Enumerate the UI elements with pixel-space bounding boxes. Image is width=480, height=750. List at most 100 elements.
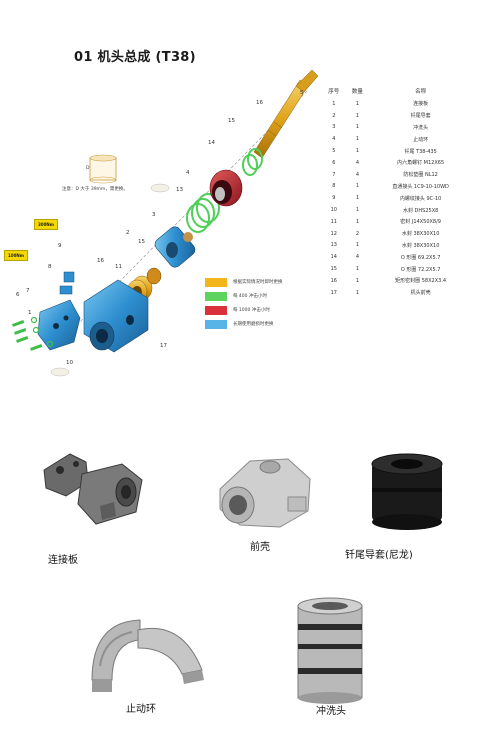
part-number-label: 8 (48, 264, 52, 270)
cell-name: 冲洗头 (413, 124, 429, 131)
cell-name: 防松垫圈 NL12 (403, 172, 438, 179)
stop-ring-photo (91, 619, 204, 692)
cell-name: 内螺纹接头 9C-10 (399, 195, 442, 202)
legend-swatch (205, 277, 227, 287)
cell-no: 8 (332, 183, 336, 190)
table-row: 17 1 机头前壳 (322, 287, 472, 299)
cell-name: 止动环 (413, 136, 429, 143)
cell-no: 15 (330, 266, 337, 273)
cell-no: 12 (330, 230, 337, 237)
cell-name: 连接板 (413, 101, 429, 108)
part-number-label: 5 (300, 90, 304, 96)
cell-qty: 1 (355, 183, 360, 190)
part-number-label: 4 (186, 170, 190, 176)
part-number-label: 13 (176, 187, 183, 193)
cell-name: O 形圈 69.2X5.7 (400, 254, 441, 261)
cell-no: 11 (330, 218, 337, 225)
bolts-group (12, 316, 54, 351)
table-row: 6 4 内六角螺钉 M12X65 (322, 157, 472, 169)
cell-qty: 1 (355, 148, 360, 155)
part-number-label: 9 (58, 243, 62, 249)
part-number-label: 17 (160, 343, 167, 349)
cell-name: 直通接头 1C9-10-10WD (392, 183, 449, 190)
connecting-plate-photo (43, 453, 143, 525)
fittings-group (59, 271, 75, 295)
part-number-label: 3 (152, 212, 156, 218)
part-number-label: 6 (16, 292, 20, 298)
part-number-label: 7 (26, 288, 30, 294)
cell-no: 6 (332, 159, 336, 166)
legend-text: 每 400 冲击小时 (233, 294, 267, 299)
torque-tag-lower: 100Nm (4, 250, 28, 261)
dimension-letter: D (86, 166, 90, 171)
cell-qty: 1 (355, 277, 360, 284)
part-number-label: 1 (28, 310, 32, 316)
flushing-head-part (154, 226, 196, 268)
exploded-diagram (12, 69, 319, 377)
part-number-label: 16 (256, 100, 263, 106)
cell-name: 机头前壳 (410, 290, 431, 297)
cell-no: 5 (332, 148, 336, 155)
cell-name: 矩形密封圈 58X2X3.4 (395, 278, 447, 285)
legend-swatch (205, 305, 227, 315)
cell-name: 密封 J14X50X8/9 (400, 219, 441, 226)
cell-no: 13 (330, 242, 337, 249)
cell-name: O 形圈 72.2X5.7 (400, 266, 441, 273)
cell-qty: 1 (355, 207, 360, 214)
legend-text: 每 1000 冲击小时 (233, 308, 270, 313)
column-header-name: 名称 (415, 88, 427, 95)
cell-name: 水封 DHS25X8 (402, 207, 439, 214)
cell-no: 9 (332, 195, 336, 202)
cell-qty: 1 (355, 112, 360, 119)
cell-qty: 1 (355, 136, 360, 143)
table-row: 10 1 水封 DHS25X8 (322, 204, 472, 216)
part-number-label: 10 (66, 360, 73, 366)
flushing-head-caption: 冲洗头 (316, 706, 346, 717)
red-seal-part (209, 169, 243, 207)
part-number-label: 14 (208, 140, 215, 146)
green-seal-group (186, 148, 263, 233)
legend-item: 长期使用磨损时更换 (205, 317, 283, 331)
cell-qty: 1 (355, 100, 360, 107)
ring-sketch (150, 183, 170, 193)
cell-no: 4 (332, 136, 336, 143)
table-row: 16 1 矩形密封圈 58X2X3.4 (322, 275, 472, 287)
cell-no: 7 (332, 171, 336, 178)
part-number-label: 15 (228, 118, 235, 124)
cell-name: 钎尾导套 (410, 113, 431, 120)
page-title: 01 机头总成 (T38) (74, 50, 196, 65)
cell-no: 16 (330, 277, 337, 284)
cell-no: 17 (330, 289, 337, 296)
front-housing-photo (219, 458, 311, 528)
inspection-note: 注意：D 大于 39mm，需更换。 (62, 187, 128, 192)
cell-no: 2 (332, 112, 336, 119)
legend-swatch (205, 319, 227, 329)
table-row: 2 1 钎尾导套 (322, 110, 472, 122)
legend-text: 根据实际情况时即时更换 (233, 280, 283, 285)
flushing-head-photo (297, 597, 363, 704)
cell-qty: 1 (355, 242, 360, 249)
bush-reference-sketch (89, 154, 117, 184)
cell-name: 水封 38X30X10 (401, 242, 440, 249)
shank-bush-photo (371, 453, 443, 530)
column-header-qty: 数量 (351, 88, 363, 95)
part-number-label: 16 (97, 258, 104, 264)
cell-no: 3 (332, 124, 336, 131)
cell-qty: 4 (355, 171, 360, 178)
cell-qty: 2 (355, 230, 360, 237)
table-row: 9 1 内螺纹接头 9C-10 (322, 192, 472, 204)
table-row: 13 1 水封 38X30X10 (322, 240, 472, 252)
cell-no: 10 (330, 207, 337, 214)
cell-qty: 4 (355, 159, 360, 166)
cell-qty: 4 (355, 254, 360, 261)
column-header-no: 序号 (328, 88, 340, 95)
table-row: 14 4 O 形圈 69.2X5.7 (322, 251, 472, 263)
connecting-plate-caption: 连接板 (48, 555, 78, 566)
cell-qty: 1 (355, 195, 360, 202)
cell-name: 内六角螺钉 M12X65 (397, 160, 445, 167)
part-number-label: 15 (138, 239, 145, 245)
cell-no: 14 (330, 254, 337, 261)
cell-qty: 1 (355, 289, 360, 296)
